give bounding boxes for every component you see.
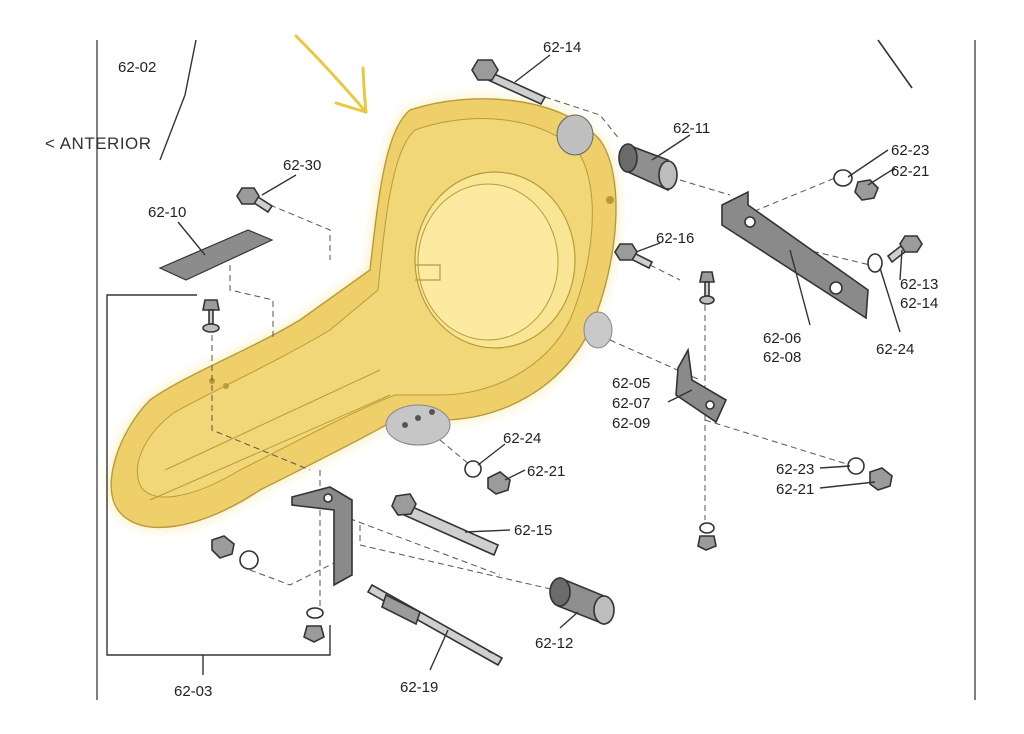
- bolt-62-16-icon: [614, 243, 654, 270]
- washer-62-23-bot-icon: [847, 457, 865, 475]
- washer-stack-mid-icon: [699, 522, 715, 534]
- bolt-62-13-icon: [886, 235, 923, 264]
- bolt-62-14-icon: [471, 59, 547, 106]
- callout-62-21-mid: 62-21: [527, 463, 565, 480]
- callout-62-30: 62-30: [283, 157, 321, 174]
- page-frame: [96, 39, 976, 700]
- nut-62-21-bot-icon: [869, 467, 893, 491]
- nut-62-21-mid-icon: [487, 471, 511, 495]
- callout-62-02: 62-02: [118, 59, 156, 76]
- bolt-vertical-left-icon: [202, 299, 220, 333]
- highlight-arrow-icon: [294, 34, 368, 114]
- bolt-62-15-icon: [391, 493, 500, 557]
- callout-62-09: 62-09: [612, 415, 650, 432]
- callout-62-10: 62-10: [148, 204, 186, 221]
- callout-62-07: 62-07: [612, 395, 650, 412]
- callout-labels: < ANTERIOR 62-02 62-14 62-11 62-30 62-10…: [45, 39, 938, 700]
- spacer-62-11-icon: [618, 143, 678, 192]
- washer-62-23-top-icon: [833, 169, 853, 187]
- callout-62-23-bot: 62-23: [776, 461, 814, 478]
- bolt-62-30-icon: [236, 187, 274, 214]
- bolt-vertical-mid-icon: [699, 271, 715, 305]
- nut-left-bottom-icon: [211, 535, 235, 559]
- washer-62-24-mid-icon: [464, 460, 482, 478]
- direction-label: < ANTERIOR: [45, 134, 152, 153]
- callout-62-14-top: 62-14: [543, 39, 581, 56]
- callout-62-08: 62-08: [763, 349, 801, 366]
- bracket-62-05-icon: [675, 347, 728, 424]
- chain-guard-highlighted: [110, 98, 617, 529]
- callout-62-12: 62-12: [535, 635, 573, 652]
- washer-left-bottom-icon: [239, 550, 259, 570]
- nut-62-03-icon: [303, 625, 325, 643]
- nut-62-21-top-icon: [854, 179, 879, 201]
- bracket-62-03-icon: [291, 486, 353, 587]
- bracket-62-06-icon: [721, 190, 869, 320]
- callout-62-11: 62-11: [673, 120, 710, 137]
- callout-62-23-top: 62-23: [891, 142, 929, 159]
- callout-62-16: 62-16: [656, 230, 694, 247]
- callout-62-06: 62-06: [763, 330, 801, 347]
- callout-62-05: 62-05: [612, 375, 650, 392]
- callout-62-19: 62-19: [400, 679, 438, 696]
- callout-62-21-bot: 62-21: [776, 481, 814, 498]
- pad-62-10-icon: [158, 229, 274, 281]
- hardware-parts: [158, 59, 923, 667]
- nut-stack-mid-icon: [697, 535, 717, 551]
- leader-lines: [106, 54, 903, 675]
- callout-62-21-top: 62-21: [891, 163, 929, 180]
- callout-62-13: 62-13: [900, 276, 938, 293]
- callout-62-14-right: 62-14: [900, 295, 938, 312]
- callout-62-15: 62-15: [514, 522, 552, 539]
- washer-62-24-right-icon: [867, 253, 883, 273]
- rod-62-19-icon: [366, 583, 504, 667]
- washer-62-03-icon: [306, 607, 324, 619]
- callout-62-24-mid: 62-24: [503, 430, 541, 447]
- callout-62-24-right: 62-24: [876, 341, 914, 358]
- spacer-62-12-icon: [549, 576, 615, 626]
- callout-62-03: 62-03: [174, 683, 212, 700]
